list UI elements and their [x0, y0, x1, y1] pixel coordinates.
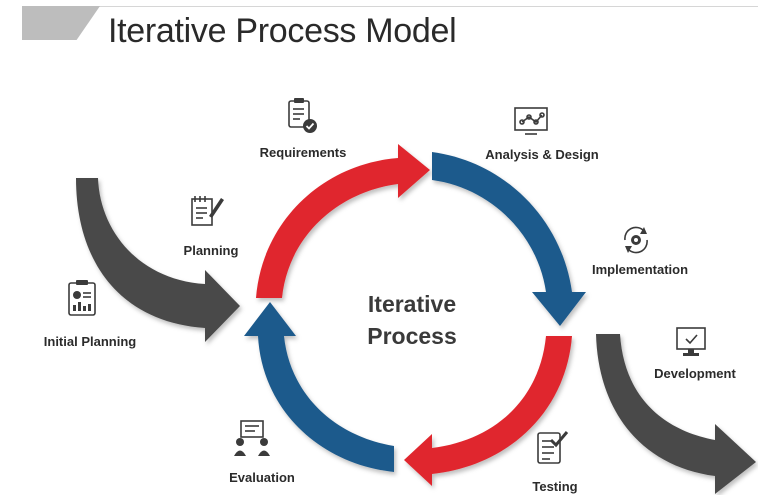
stage-label-implementation: Implementation [592, 262, 688, 277]
center-label-line2: Process [367, 323, 457, 349]
cycle-arc-red-top [256, 144, 430, 298]
monitor-graph-icon [514, 107, 548, 135]
stage-label-requirements: Requirements [260, 145, 347, 160]
people-board-icon [234, 420, 270, 456]
checklist-icon [537, 431, 569, 464]
title-bar: Iterative Process Model [0, 0, 758, 60]
page-title: Iterative Process Model [108, 12, 457, 50]
stage-label-development: Development [654, 366, 736, 381]
stage-label-initial-planning: Initial Planning [44, 334, 137, 349]
stage-label-analysis-design: Analysis & Design [485, 147, 598, 162]
notepad-pen-icon [191, 196, 224, 226]
cycle-arc-red-bottom [404, 336, 572, 486]
center-label-line1: Iterative [368, 291, 456, 317]
entry-arrow [76, 178, 240, 342]
stage-label-testing: Testing [532, 479, 577, 494]
exit-arrow [596, 334, 756, 494]
stage-label-evaluation: Evaluation [229, 470, 295, 485]
stage-label-planning: Planning [184, 243, 239, 258]
clipboard-chart-icon [68, 280, 96, 316]
title-rule [22, 6, 758, 7]
cycle-arc-blue-right [432, 152, 586, 326]
cycle-arc-blue-left [244, 302, 394, 472]
monitor-check-icon [676, 327, 706, 356]
clipboard-check-icon [288, 98, 317, 133]
gear-refresh-icon [624, 226, 648, 254]
